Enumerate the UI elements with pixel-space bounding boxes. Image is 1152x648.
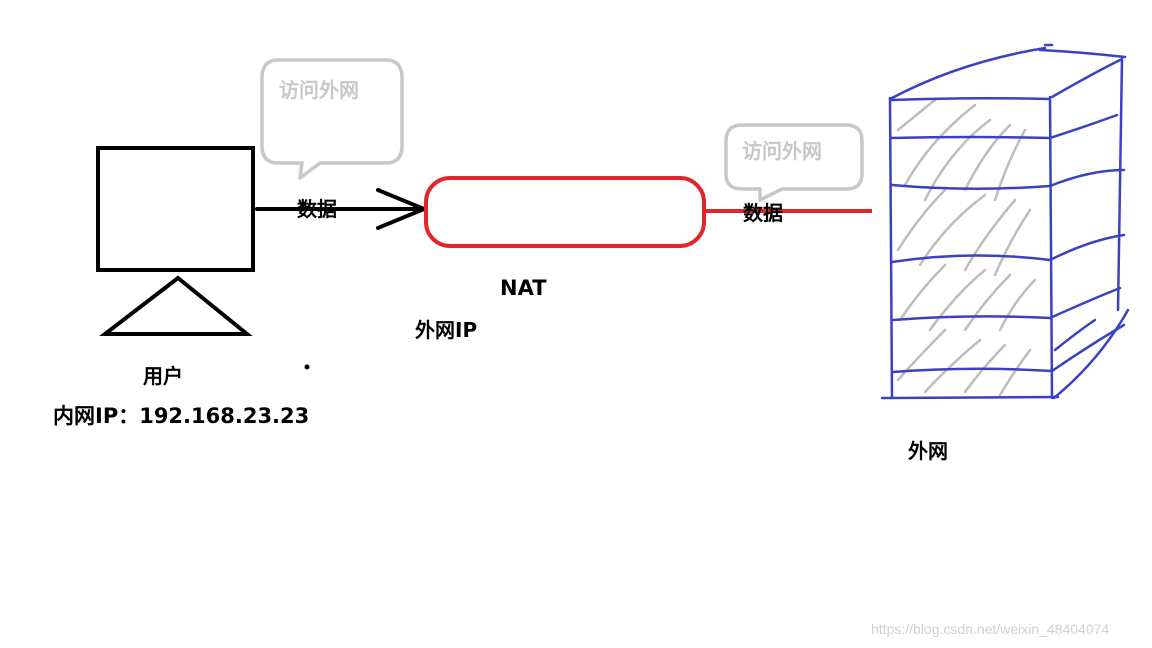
computer-monitor [96, 146, 255, 272]
user-computer [96, 146, 255, 336]
server-hatching [896, 98, 1037, 397]
user-label: 用户 [143, 364, 183, 388]
inner-ip-label: 内网IP：192.168.23.23 [53, 404, 310, 428]
speech-bubble-1 [260, 58, 404, 180]
bubble-2-text: 访问外网 [742, 139, 822, 163]
stray-dot [304, 364, 310, 370]
external-server [880, 43, 1130, 400]
bubble-1-text: 访问外网 [279, 78, 359, 102]
outer-ip-label: 外网IP [415, 318, 478, 342]
nat-box [424, 176, 706, 248]
speech-bubble-2 [724, 123, 864, 202]
watermark-url: https://blog.csdn.net/weixin_48404074 [871, 621, 1110, 637]
computer-stand [99, 275, 253, 336]
external-network-label: 外网 [908, 439, 948, 463]
arrow-user-to-nat [255, 188, 426, 230]
data-label-1: 数据 [297, 197, 337, 221]
nat-label: NAT [500, 276, 547, 300]
data-label-2: 数据 [743, 201, 783, 225]
